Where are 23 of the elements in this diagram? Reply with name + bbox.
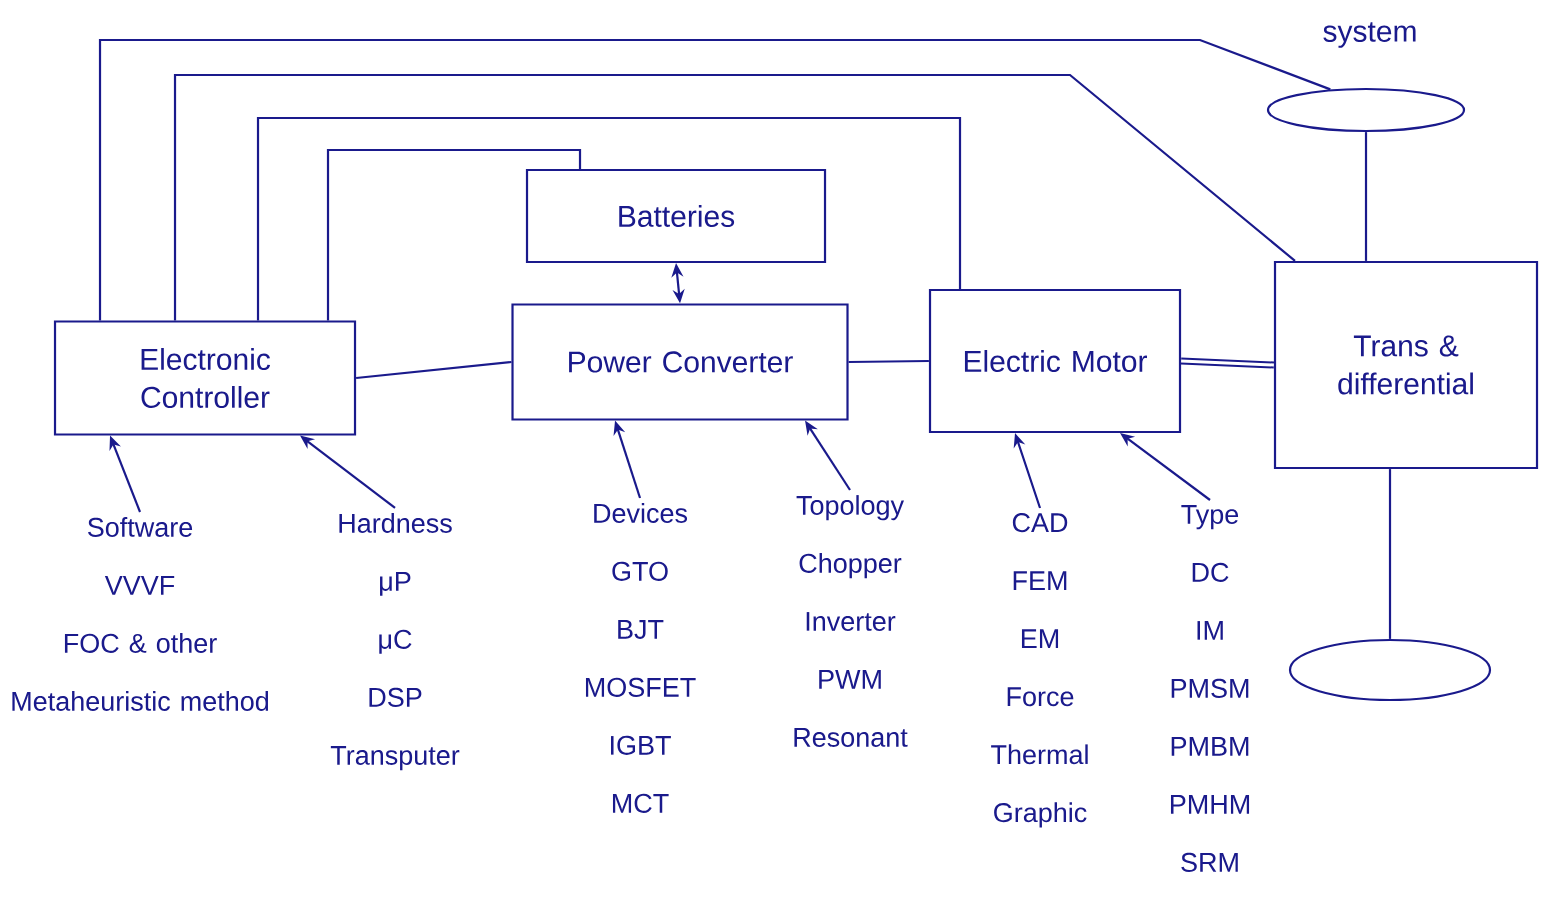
connector-line: [173, 73, 1296, 321]
block-box: Electronic Controller: [53, 320, 357, 436]
term-list: Hardness μP μC DSP Transputer: [330, 513, 460, 771]
block-box: Electric Motor: [928, 288, 1182, 434]
block-box: Batteries: [525, 168, 827, 264]
term-list: Type DC IM PMSM PMBM PMHM SRM: [1170, 505, 1250, 872]
wheel-ellipse: [1288, 638, 1492, 702]
wheel-ellipse: [1266, 87, 1466, 133]
term-list: Devices GTO BJT MOSFET IGBT MCT: [585, 503, 696, 813]
connector-line: [1364, 132, 1368, 261]
term-list: Software VVVF FOC & other Metaheuristic method: [12, 517, 269, 711]
block-box: Power Converter: [511, 303, 849, 421]
block-box: Trans & differential: [1273, 260, 1539, 470]
connector-line: [256, 116, 962, 321]
term-list: CAD FEM EM Force Thermal Graphic: [991, 513, 1088, 828]
term-list: Topology Chopper Inverter PWM Resonant: [794, 495, 908, 747]
connector-line: [1388, 469, 1392, 639]
connector-line: [98, 38, 1331, 321]
connector-line: [1180, 357, 1275, 369]
label-text: system: [1323, 22, 1416, 48]
connector-line: [848, 359, 929, 364]
connector-line: [326, 148, 582, 321]
connector-line: [356, 360, 512, 380]
